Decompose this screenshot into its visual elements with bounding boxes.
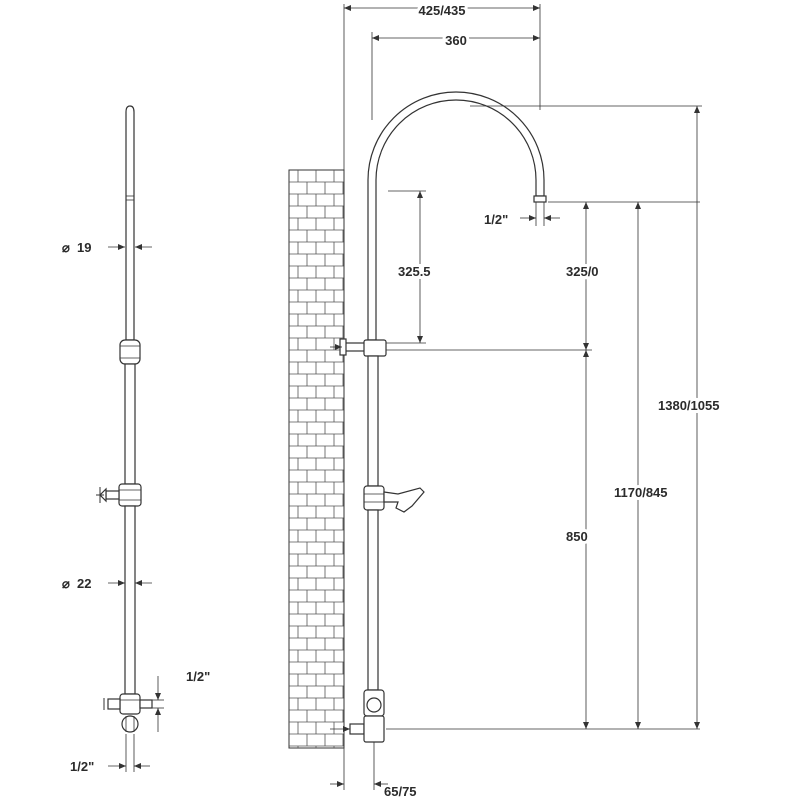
side-view: ⌀ 19 ⌀ 22 1/2" 1/2" <box>62 105 210 774</box>
brick-wall <box>288 169 345 749</box>
label-diameter-upper: 19 <box>77 240 91 255</box>
side-upper-coupling <box>119 339 141 365</box>
dim-connection-bottom: 1/2" <box>70 734 150 774</box>
label-connection-side: 1/2" <box>186 669 210 684</box>
side-mixing-valve <box>96 483 142 507</box>
label-width-arm: 360 <box>445 33 467 48</box>
shower-outlet <box>533 195 547 203</box>
label-height-total: 1380/1055 <box>658 398 719 413</box>
riser-pipe-upper <box>367 355 379 487</box>
dim-wall-offset: 65/75 <box>330 742 417 799</box>
label-diameter-lower: 22 <box>77 576 91 591</box>
front-view: 425/435 360 1/2" 325.5 325/0 <box>288 0 722 799</box>
dim-height-arm-left: 325.5 <box>386 190 434 344</box>
label-height-arm-left: 325.5 <box>398 264 431 279</box>
bottom-valve <box>330 689 385 743</box>
dim-height-lower: 850 <box>386 350 700 730</box>
upper-wall-bracket <box>330 338 387 357</box>
label-outlet: 1/2" <box>484 212 508 227</box>
dim-height-arm-right: 325/0 <box>386 201 700 351</box>
label-height-lower: 850 <box>566 529 588 544</box>
dim-width-arm: 360 <box>371 30 540 120</box>
dim-height-outlet: 1170/845 <box>611 202 671 729</box>
label-wall-offset: 65/75 <box>384 784 417 799</box>
side-middle-pipe <box>124 363 136 485</box>
side-lower-pipe <box>124 505 136 695</box>
label-connection-bottom: 1/2" <box>70 759 94 774</box>
side-upper-pipe <box>125 105 135 341</box>
spout-icon <box>383 487 425 513</box>
label-height-arm-right: 325/0 <box>566 264 599 279</box>
dim-width-total: 425/435 <box>343 0 541 170</box>
dim-connection-side: 1/2" <box>152 669 210 732</box>
label-height-outlet: 1170/845 <box>614 485 668 500</box>
label-width-total: 425/435 <box>419 3 466 18</box>
riser-pipe-lower <box>367 509 379 691</box>
dim-diameter-upper: ⌀ 19 <box>62 240 152 255</box>
dim-outlet: 1/2" <box>484 202 560 227</box>
dim-diameter-lower: ⌀ 22 <box>62 576 152 591</box>
side-bottom-valve <box>103 693 153 733</box>
shower-arm <box>367 91 545 341</box>
diameter-symbol: ⌀ <box>62 240 70 255</box>
dim-height-total: 1380/1055 <box>470 105 722 729</box>
diameter-symbol: ⌀ <box>62 576 70 591</box>
mixing-valve <box>363 485 425 513</box>
